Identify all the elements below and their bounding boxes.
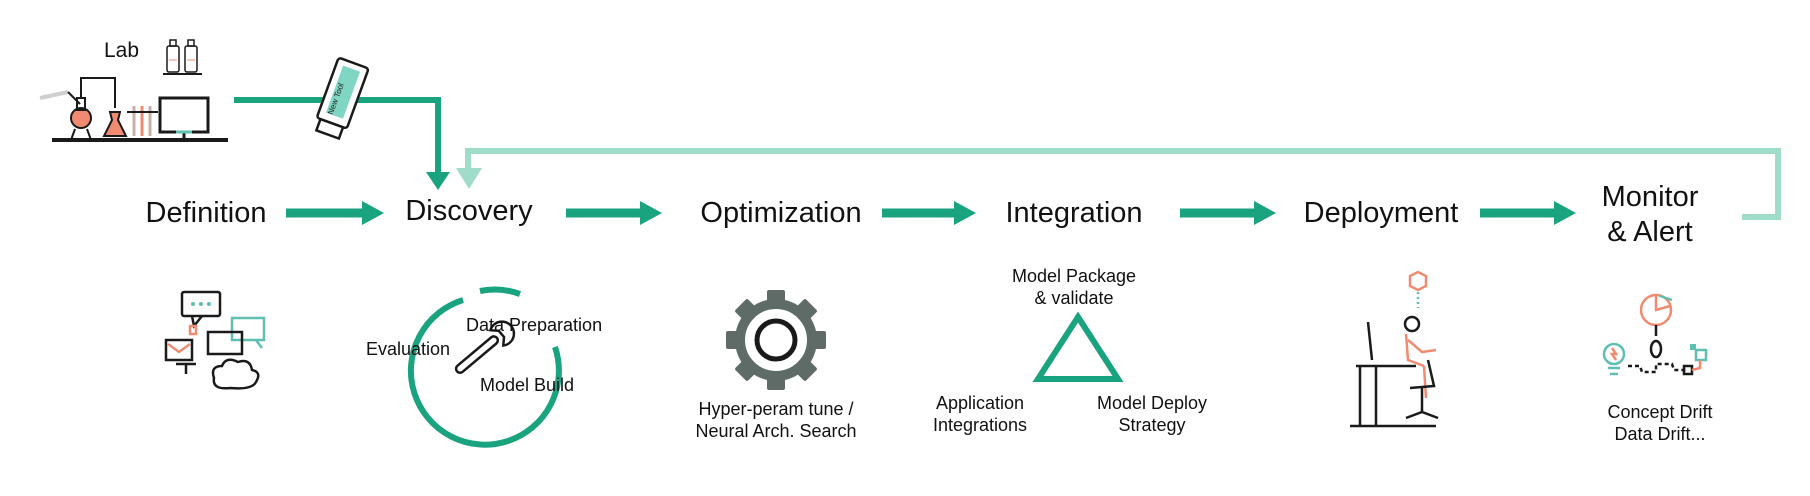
stage-discovery: Discovery — [405, 195, 533, 227]
data-preparation-label: Data Preparation — [466, 315, 603, 335]
deployment-person-icon — [1350, 270, 1439, 428]
integration-triangle — [1032, 311, 1124, 382]
monitor-caption: Concept Drift Data Drift... — [1607, 401, 1712, 445]
application-integrations-line2: Integrations — [932, 415, 1028, 435]
lab-illustration — [39, 39, 228, 142]
stage-monitor-alert: Monitor & Alert — [1602, 180, 1699, 250]
optimization-caption-line2: Neural Arch. Search — [695, 421, 857, 441]
stage-deployment: Deployment — [1303, 197, 1459, 229]
model-build-label: Model Build — [480, 375, 575, 395]
wrench-icon — [454, 320, 516, 374]
monitor-caption-line2: Data Drift... — [1614, 424, 1706, 444]
optimization-caption: Hyper-peram tune / Neural Arch. Search — [695, 398, 856, 442]
lab-to-discovery-connector — [234, 97, 441, 180]
stage-definition: Definition — [145, 197, 267, 229]
stage-monitor-line2: & Alert — [1607, 216, 1693, 248]
stage-integration: Integration — [1005, 197, 1143, 229]
model-package-label: Model Package & validate — [1012, 265, 1136, 309]
application-integrations-label: Application Integrations — [933, 392, 1027, 436]
model-deploy-strategy-line1: Model Deploy — [1096, 393, 1208, 413]
evaluation-label: Evaluation — [366, 339, 451, 359]
definition-chat-icon — [164, 290, 266, 390]
model-deploy-strategy-line2: Strategy — [1118, 415, 1186, 435]
gear-icon — [726, 290, 826, 390]
discovery-cycle — [407, 286, 562, 448]
monitor-alert-icon — [1602, 293, 1708, 376]
optimization-caption-line1: Hyper-peram tune / — [698, 399, 854, 419]
lab-to-discovery-arrowhead — [426, 172, 450, 190]
model-deploy-strategy-label: Model Deploy Strategy — [1097, 392, 1207, 436]
model-package-line2: & validate — [1034, 288, 1114, 308]
application-integrations-line1: Application — [935, 393, 1025, 413]
stage-optimization: Optimization — [700, 197, 862, 229]
new-tool-usb-icon — [314, 57, 370, 141]
monitor-caption-line1: Concept Drift — [1607, 402, 1713, 422]
feedback-loop-arrowhead — [456, 168, 482, 189]
lab-label: Lab — [104, 39, 140, 62]
feedback-loop-line — [465, 148, 1781, 220]
model-package-line1: Model Package — [1011, 266, 1137, 286]
stage-monitor-line1: Monitor — [1601, 181, 1699, 213]
stage-arrows — [286, 201, 1576, 225]
